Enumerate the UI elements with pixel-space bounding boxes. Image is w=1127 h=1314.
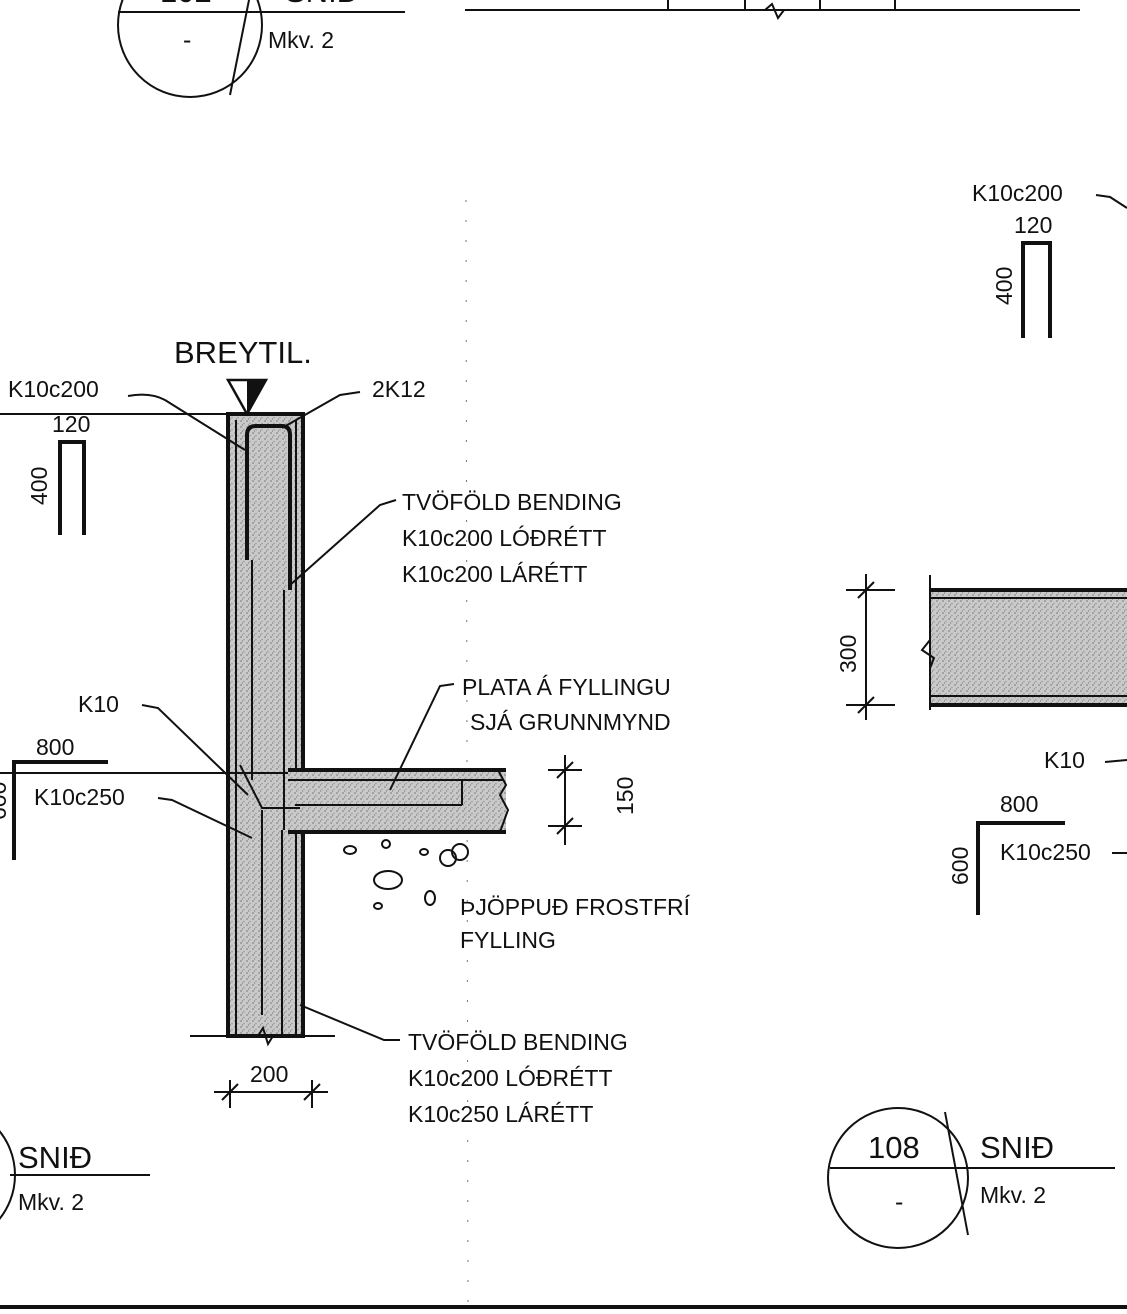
l-bar-label: K10c250 — [34, 784, 125, 810]
found-reinf-2: K10c200 LÓÐRÉTT — [408, 1065, 613, 1091]
marker-title: SNIÐ — [285, 0, 359, 9]
r-wall-bar-height: 400 — [991, 267, 1017, 305]
slab-thickness: 150 — [612, 777, 638, 815]
left-section: BREYTIL. K10c200 120 400 2K12 TVÖFÖLD BE… — [0, 335, 691, 1220]
k10-label: K10 — [78, 691, 119, 717]
scan-fold-line — [465, 199, 469, 1314]
wall-bar-width: 120 — [52, 411, 90, 437]
r-marker-number: 108 — [868, 1130, 920, 1165]
l-bar-length: 800 — [36, 734, 74, 760]
bar-shape-icon — [58, 440, 86, 535]
r-marker-sub: - — [895, 1188, 903, 1216]
marker-circle — [117, 0, 263, 98]
r-bar-shape-icon — [1021, 241, 1052, 338]
r-l-bar-shape-icon — [976, 821, 1065, 915]
r-l-bar-label: K10c250 — [1000, 839, 1091, 865]
wall-bar-label: K10c200 — [8, 376, 99, 402]
found-reinf-3: K10c250 LÁRÉTT — [408, 1101, 593, 1127]
l-bar-height: 600 — [0, 782, 11, 820]
l-bar-shape-icon — [12, 760, 108, 860]
slab-note-1: PLATA Á FYLLINGU — [462, 674, 671, 700]
r-k10-label: K10 — [1044, 747, 1085, 773]
right-section: K10c200 120 400 300 K10 800 K10c250 600 … — [827, 180, 1127, 1249]
r-slab-thickness: 300 — [835, 635, 861, 673]
fill-note-2: FYLLING — [460, 927, 556, 953]
fill-note-1: ÞJÖPPUÐ FROSTFRÍ — [460, 894, 691, 920]
marker-scale: Mkv. 2 — [268, 27, 334, 53]
r-l-bar-length: 800 — [1000, 791, 1038, 817]
r-l-bar-height: 600 — [947, 847, 973, 885]
wall-top-rebar — [245, 424, 292, 590]
corner-bar — [239, 764, 300, 809]
slab-note-2: SJÁ GRUNNMYND — [470, 709, 671, 735]
top-section-marker: 102 SNIÐ - Mkv. 2 — [117, 0, 405, 98]
r-marker-scale: Mkv. 2 — [980, 1182, 1046, 1208]
marker-number: 102 — [160, 0, 212, 9]
top-table-edge — [465, 0, 1080, 20]
wall-reinf-2: K10c200 LÓÐRÉTT — [402, 525, 607, 551]
r-marker-title: SNIÐ — [980, 1130, 1054, 1165]
r-slab-concrete — [930, 590, 1127, 705]
r-wall-bar-width: 120 — [1014, 212, 1052, 238]
top-bars-label: 2K12 — [372, 376, 426, 402]
wall-bar-height: 400 — [26, 467, 52, 505]
r-wall-bar-label: K10c200 — [972, 180, 1063, 206]
found-reinf-1: TVÖFÖLD BENDING — [408, 1029, 628, 1055]
wall-reinf-3: K10c200 LÁRÉTT — [402, 561, 587, 587]
r-marker-circle — [827, 1107, 969, 1249]
left-marker-title: SNIÐ — [18, 1140, 92, 1175]
marker-sub: - — [183, 26, 191, 54]
wall-reinf-1: TVÖFÖLD BENDING — [402, 489, 622, 515]
wall-width: 200 — [250, 1061, 288, 1087]
left-marker-scale: Mkv. 2 — [18, 1189, 84, 1215]
gravel-fill-icon — [343, 839, 469, 910]
level-label: BREYTIL. — [174, 335, 312, 370]
